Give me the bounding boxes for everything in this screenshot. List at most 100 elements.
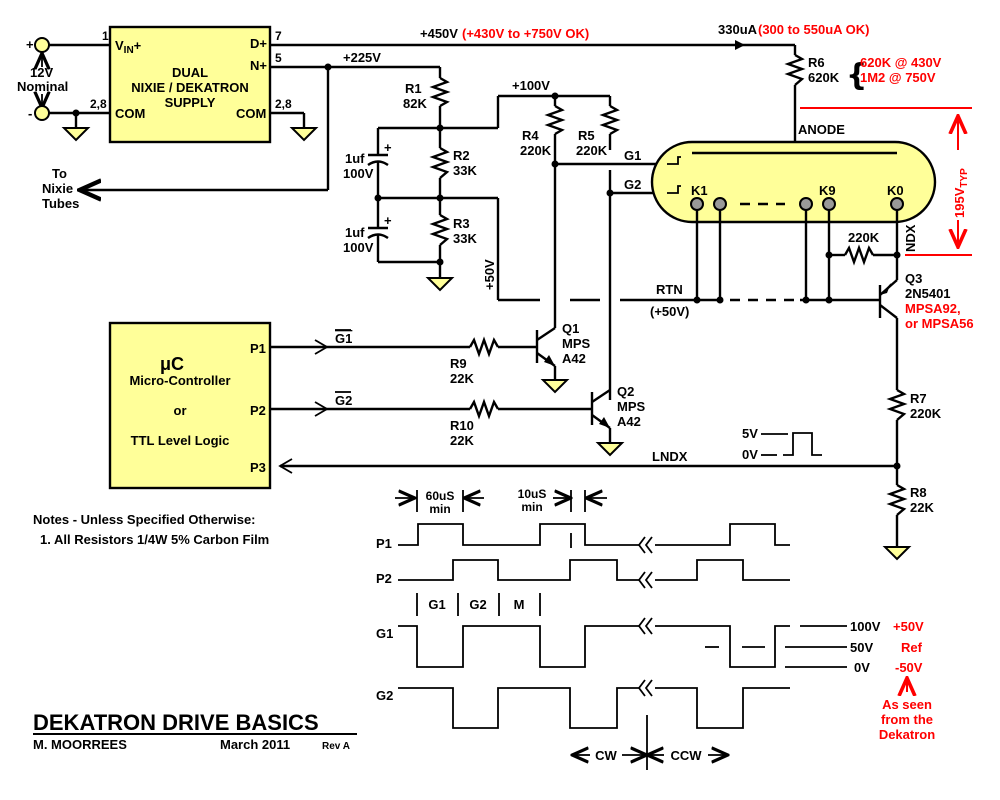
r10-value: 22K [450,433,474,448]
r6-alt-430v: 620K @ 430V [860,55,942,70]
level-label: 50V [850,640,873,655]
lndx-label: LNDX [652,449,688,464]
controller-line: Micro-Controller [129,373,230,388]
author: M. MOORREES [33,737,127,752]
r4-ref: R4 [522,128,539,143]
document-title: DEKATRON DRIVE BASICS [33,710,319,735]
ndx-resistor-value: 220K [848,230,880,245]
ccw-label: CCW [670,748,702,763]
cathode-k1 [690,197,704,211]
dekatron-tube: ANODE K1 K9 K0 [650,122,937,300]
p1-pin-label: P1 [250,341,266,356]
g1-bar-signal: G1 [335,331,352,346]
r7-ref: R7 [910,391,927,406]
rail-100v-label: +100V [512,78,550,93]
waveform-p2 [398,559,640,581]
reference-note: from the [881,712,933,727]
cw-label: CW [595,748,617,763]
input-voltage: 12V [30,65,53,80]
r1-value: 82K [403,96,427,111]
relative-level-label: Ref [901,640,923,655]
anode-label: ANODE [798,122,845,137]
microcontroller-block: μC Micro-Controller or TTL Level Logic P… [108,321,272,490]
q1-part: A42 [562,351,586,366]
r4-value: 220K [520,143,552,158]
r5-ref: R5 [578,128,595,143]
rail-50v-label: +50V [482,259,497,290]
r3-ref: R3 [453,216,470,231]
cap-polarity: + [384,140,392,155]
waveform-g2 [398,687,640,729]
r2-ref: R2 [453,148,470,163]
rtn-label: RTN [656,282,683,297]
reference-note: Dekatron [879,727,935,742]
q3-alt-2: or MPSA56 [905,316,974,331]
r2-value: 33K [453,163,477,178]
pin-number: 7 [275,29,282,43]
resistor-r3 [429,213,451,246]
anode-current-label: 330uA [718,22,758,37]
resistor-r4 [544,104,566,136]
resistor-r9 [468,336,500,358]
p2-pin-label: P2 [250,403,266,418]
pin-number: 2,8 [275,97,292,111]
to-nixie-label: Tubes [42,196,79,211]
d-plus-pin-label: D+ [250,36,267,51]
r1-ref: R1 [405,81,422,96]
q2-part: A42 [617,414,641,429]
waveform-g1-cont [655,625,790,668]
grid-g1 [667,156,681,165]
r6-alt-750v: 1M2 @ 750V [860,70,936,85]
plus-terminal-label: + [26,37,34,52]
pulse-high-label: 5V [742,426,758,441]
k1-label: K1 [691,183,708,198]
r6-value: 620K [808,70,840,85]
anode-current-range: (300 to 550uA OK) [758,22,870,37]
p3-pin-label: P3 [250,460,266,475]
waveform-p1 [398,523,640,546]
resistor-r10 [468,398,500,420]
supply-title-2: NIXIE / DEKATRON [131,80,249,95]
q3-part: 2N5401 [905,286,951,301]
controller-line: or [174,403,187,418]
transistor-q1 [535,310,570,394]
n-plus-pin-label: N+ [250,58,267,73]
minus-terminal-label: - [28,106,32,121]
ndx-label: NDX [903,224,918,252]
grid-g2 [667,185,681,194]
com-pin-label: COM [115,106,145,121]
phase-label: G2 [469,597,486,612]
rail-225v-label: +225V [343,50,381,65]
to-nixie-label: Nixie [42,181,73,196]
relative-level-label: -50V [895,660,923,675]
resistor-r6 [784,53,806,86]
q3-ref: Q3 [905,271,922,286]
r8-ref: R8 [910,485,927,500]
k9-label: K9 [819,183,836,198]
ground-icon [425,277,455,292]
tube-voltage-label: 195VTYP [952,168,970,218]
pin-number: 2,8 [90,97,107,111]
rail-450v-range: (+430V to +750V OK) [462,26,589,41]
r7-value: 220K [910,406,942,421]
transistor-q3 [878,279,899,390]
ground-icon [540,379,570,394]
plus-terminal [34,37,50,53]
ground-icon [289,127,319,142]
ground-icon [882,546,912,561]
phase-label: M [514,597,525,612]
q2-ref: Q2 [617,384,634,399]
break-icon [637,536,653,697]
input-voltage-label: Nominal [17,79,68,94]
r10-ref: R10 [450,418,474,433]
c2-value: 1uf [345,225,365,240]
waveform-g2-cont [655,687,790,729]
cathode-k9 [822,197,836,211]
g1-wire-label: G1 [624,148,641,163]
c1-voltage: 100V [343,166,374,181]
rail-450v-label: +450V [420,26,458,41]
min-width-label: 60uS [426,489,455,503]
q3-alt-1: MPSA92, [905,301,961,316]
cathode-k2 [713,197,727,211]
